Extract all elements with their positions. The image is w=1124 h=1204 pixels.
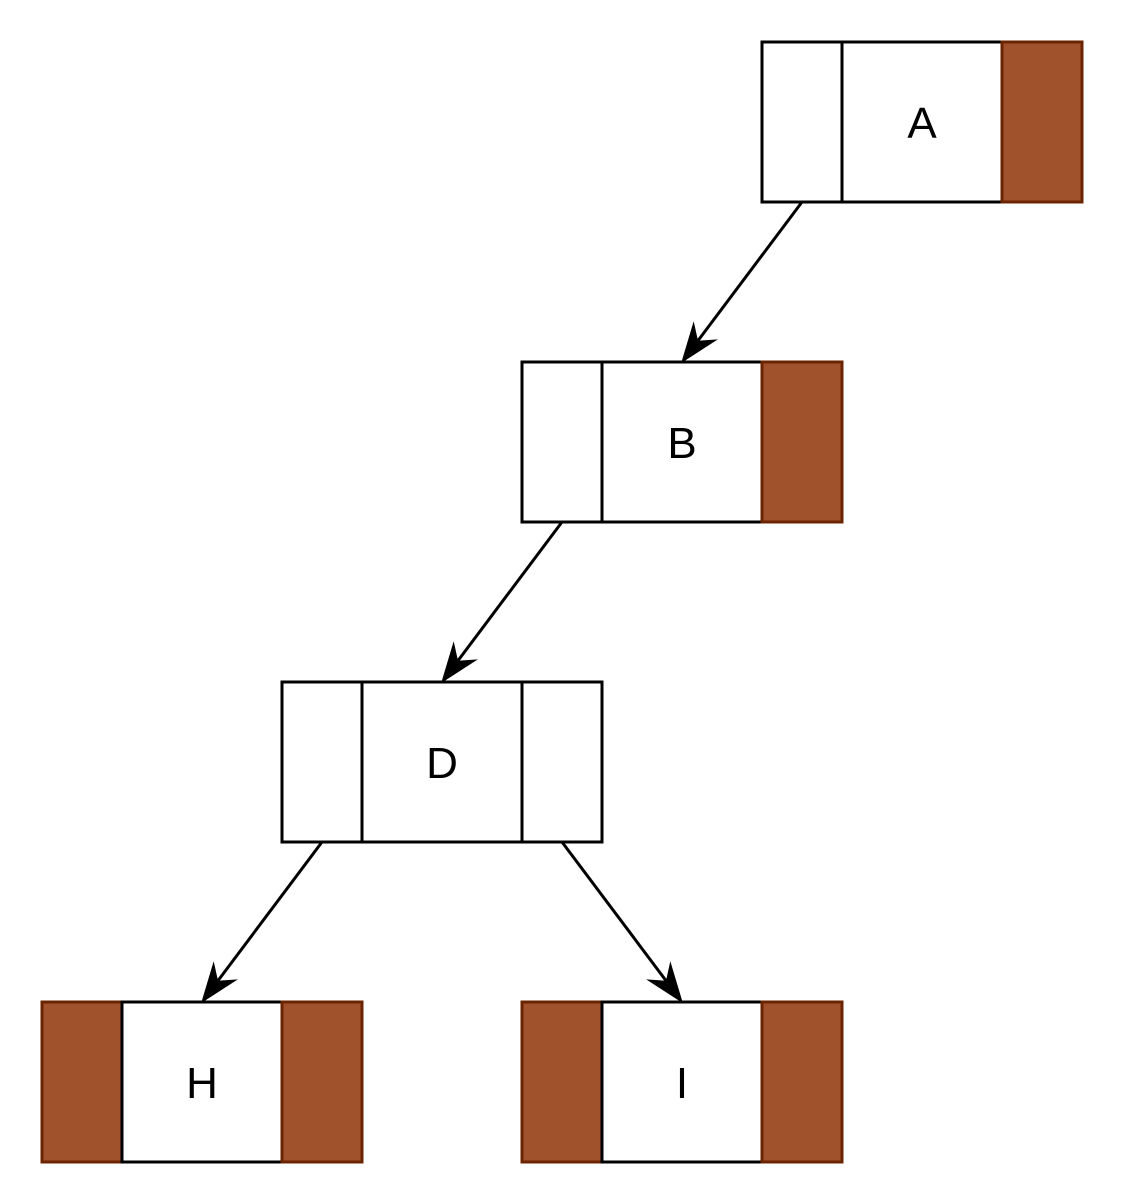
left-pointer-empty-cell: [280, 680, 364, 844]
edge-d-to-h: [201, 841, 324, 1004]
arrowhead-icon: [201, 961, 238, 1004]
right-pointer-null-cell: [280, 1000, 364, 1164]
node-label: A: [907, 99, 937, 148]
edge-line: [560, 841, 672, 987]
right-pointer-null-cell: [760, 1000, 844, 1164]
node-value-cell: [840, 40, 1004, 204]
node-value-cell: [600, 1000, 764, 1164]
node-label: H: [186, 1059, 218, 1108]
edge-b-to-d: [441, 521, 564, 684]
right-pointer-null-cell: [1000, 40, 1084, 204]
left-pointer-empty-cell: [760, 40, 844, 204]
tree-node-a: A: [760, 40, 1084, 204]
node-value-cell: [600, 360, 764, 524]
left-pointer-null-cell: [40, 1000, 124, 1164]
tree-node-h: H: [40, 1000, 364, 1164]
edge-line: [212, 841, 324, 987]
node-label: I: [676, 1059, 688, 1108]
left-pointer-empty-cell: [520, 360, 604, 524]
right-pointer-empty-cell: [520, 680, 604, 844]
nodes-layer: A B D H I: [40, 40, 1084, 1164]
node-value-cell: [360, 680, 524, 844]
right-pointer-null-cell: [760, 360, 844, 524]
edge-line: [692, 201, 804, 347]
node-label: B: [667, 419, 696, 468]
edge-a-to-b: [681, 201, 804, 364]
arrowhead-icon: [441, 641, 478, 684]
tree-node-i: I: [520, 1000, 844, 1164]
left-pointer-null-cell: [520, 1000, 604, 1164]
edge-line: [452, 521, 564, 667]
arrowhead-icon: [646, 961, 683, 1004]
tree-node-d: D: [280, 680, 604, 844]
edge-d-to-i: [560, 841, 683, 1004]
node-label: D: [426, 739, 458, 788]
arrowhead-icon: [681, 321, 718, 364]
edges-layer: [201, 201, 804, 1004]
tree-node-b: B: [520, 360, 844, 524]
